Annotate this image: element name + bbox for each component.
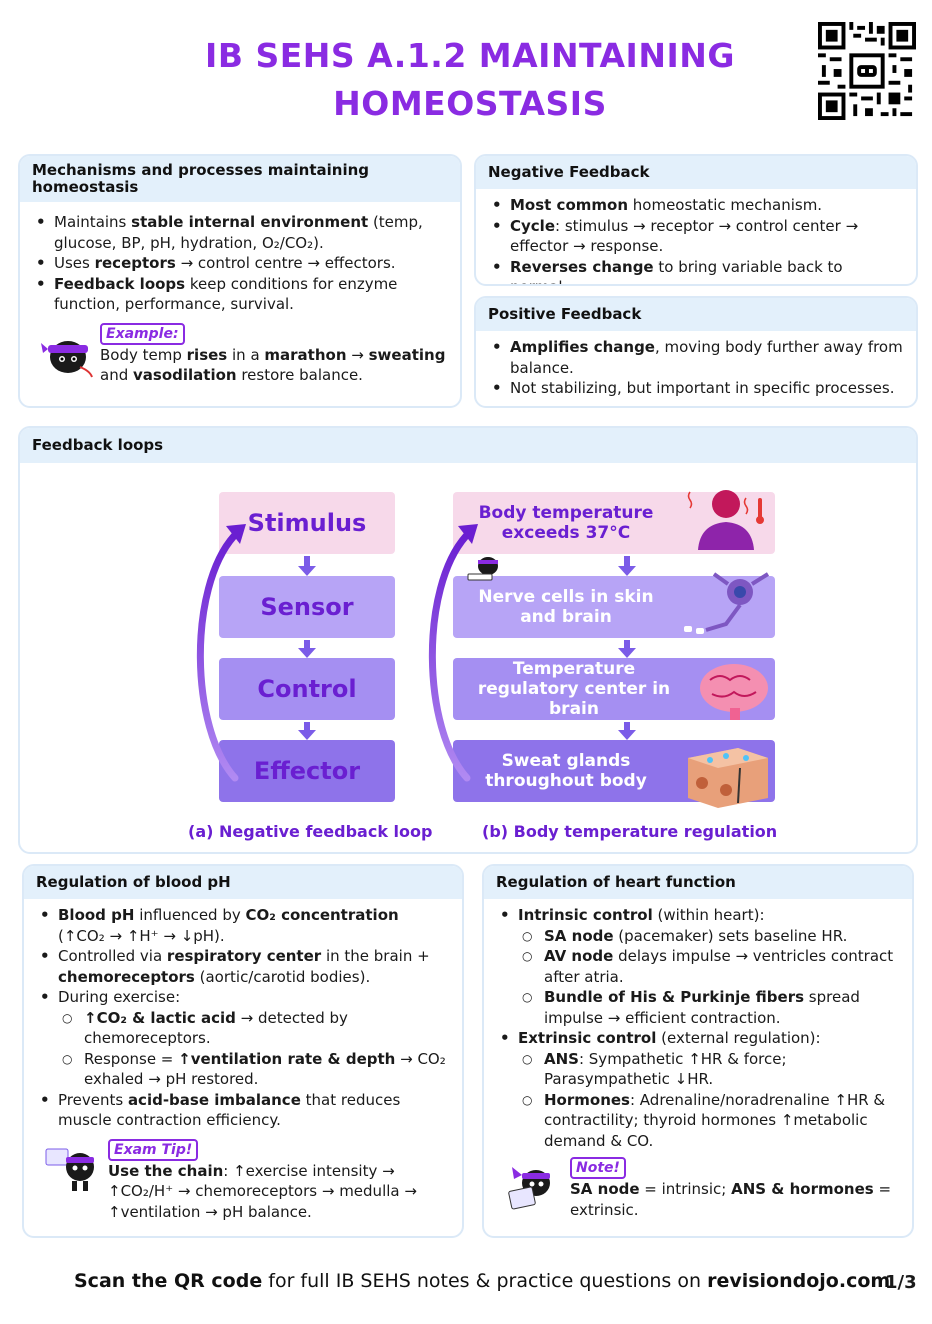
sub-list-item: AV node delays impulse → ventricles cont… xyxy=(518,946,900,987)
ninja-book-mascot-icon xyxy=(45,1148,94,1191)
list-item: Extrinsic control (external regulation):… xyxy=(496,1028,900,1151)
hot-person-icon xyxy=(687,490,764,550)
blood-ph-heading: Regulation of blood pH xyxy=(24,866,462,899)
qr-code-icon[interactable] xyxy=(818,22,916,120)
blood-ph-card: Regulation of blood pH Blood pH influenc… xyxy=(22,864,464,1238)
effector-box: Effector xyxy=(219,740,395,802)
sub-list-item: Response = ↑ventilation rate & depth → C… xyxy=(58,1049,450,1090)
nerve-cells-box: Nerve cells in skin and brain xyxy=(453,576,775,638)
list-item: Reverses change to bring variable back t… xyxy=(488,257,904,285)
list-item: Not stabilizing, but important in specif… xyxy=(488,378,904,399)
list-item: Controlled via respiratory center in the… xyxy=(36,946,450,987)
sub-list-item: Bundle of His & Purkinje fibers spread i… xyxy=(518,987,900,1028)
list-item: Uses receptors → control centre → effect… xyxy=(32,253,448,274)
list-item: Maintains stable internal environment (t… xyxy=(32,212,448,253)
feedback-loops-card: Feedback loops Stimulus Sensor Control E… xyxy=(18,426,918,854)
example-text: Body temp rises in a marathon → sweating… xyxy=(100,345,446,385)
exam-tip-callout: Exam Tip! Use the chain: ↑exercise inten… xyxy=(36,1138,450,1223)
note-callout: Note! SA node = intrinsic; ANS & hormone… xyxy=(496,1157,900,1220)
list-item: During exercise: ↑CO₂ & lactic acid → de… xyxy=(36,987,450,1090)
ninja-mascot-icon xyxy=(41,340,93,377)
footer-text: Scan the QR code for full IB SEHS notes … xyxy=(74,1270,891,1292)
heart-function-heading: Regulation of heart function xyxy=(484,866,912,899)
positive-feedback-card: Positive Feedback Amplifies change, movi… xyxy=(474,296,918,408)
note-text: SA node = intrinsic; ANS & hormones = ex… xyxy=(570,1180,892,1219)
list-item: Most common homeostatic mechanism. xyxy=(488,195,904,216)
website-link[interactable]: revisiondojo.com xyxy=(707,1270,891,1292)
feedback-loops-heading: Feedback loops xyxy=(20,428,916,463)
heart-function-card: Regulation of heart function Intrinsic c… xyxy=(482,864,914,1238)
list-item: Prevents acid-base imbalance that reduce… xyxy=(36,1090,450,1131)
feedback-arrows xyxy=(196,490,770,808)
exam-tip-tag: Exam Tip! xyxy=(108,1138,199,1161)
mini-mascot-icon xyxy=(467,557,498,581)
title-line-2: HOMEOSTASIS xyxy=(333,84,607,123)
list-item: Cycle: stimulus → receptor → control cen… xyxy=(488,216,904,257)
page-title: IB SEHS A.1.2 MAINTAINING HOMEOSTASIS xyxy=(170,32,770,128)
list-item: Feedback loops keep conditions for enzym… xyxy=(32,274,448,315)
list-item: Blood pH influenced by CO₂ concentration… xyxy=(36,905,450,946)
stimulus-box: Stimulus xyxy=(219,492,395,554)
brain-icon xyxy=(700,664,768,720)
mechanisms-heading: Mechanisms and processes maintaining hom… xyxy=(20,156,460,202)
list-item: Amplifies change, moving body further aw… xyxy=(488,337,904,378)
caption-negative-feedback: (a) Negative feedback loop xyxy=(188,822,433,841)
positive-feedback-heading: Positive Feedback xyxy=(476,298,916,331)
ninja-laptop-mascot-icon xyxy=(508,1167,550,1210)
negative-feedback-card: Negative Feedback Most common homeostati… xyxy=(474,154,918,286)
page-number: 1/3 xyxy=(885,1272,917,1293)
down-arrows-right xyxy=(618,556,636,740)
control-box: Control xyxy=(219,658,395,720)
note-tag: Note! xyxy=(570,1157,626,1179)
sub-list-item: ↑CO₂ & lactic acid → detected by chemore… xyxy=(58,1008,450,1049)
example-callout: Example: Body temp rises in a marathon →… xyxy=(32,322,448,386)
sub-list-item: SA node (pacemaker) sets baseline HR. xyxy=(518,926,900,947)
negative-feedback-heading: Negative Feedback xyxy=(476,156,916,189)
example-tag: Example: xyxy=(100,322,185,345)
list-item: Intrinsic control (within heart): SA nod… xyxy=(496,905,900,1028)
sensor-box: Sensor xyxy=(219,576,395,638)
mechanisms-card: Mechanisms and processes maintaining hom… xyxy=(18,154,462,408)
exam-tip-text: Use the chain: ↑exercise intensity → ↑CO… xyxy=(108,1161,417,1221)
feedback-diagram: Stimulus Sensor Control Effector Body te… xyxy=(20,468,916,848)
title-line-1: IB SEHS A.1.2 MAINTAINING xyxy=(205,36,735,75)
caption-body-temperature: (b) Body temperature regulation xyxy=(482,822,778,841)
sub-list-item: Hormones: Adrenaline/noradrenaline ↑HR &… xyxy=(518,1090,900,1152)
sub-list-item: ANS: Sympathetic ↑HR & force; Parasympat… xyxy=(518,1049,900,1090)
skin-block-icon xyxy=(688,748,768,808)
neuron-icon xyxy=(684,572,770,634)
down-arrows-left xyxy=(298,556,316,740)
